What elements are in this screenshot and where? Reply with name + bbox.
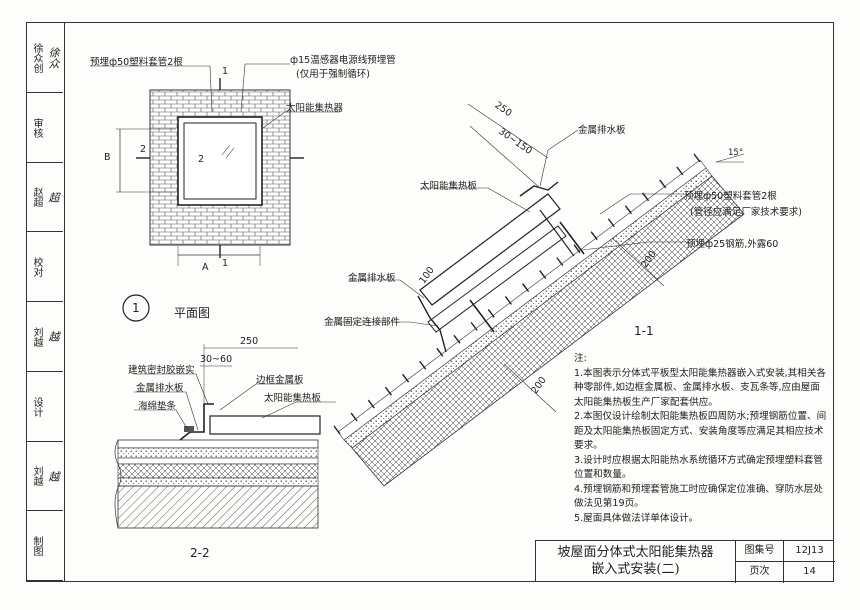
- notes-heading: 注:: [574, 353, 587, 364]
- plan-section-mark-2-center: 2: [198, 154, 205, 165]
- sidebar-cell: 校对: [27, 232, 63, 302]
- tile-batten: [333, 425, 341, 435]
- plan-dim-b: B: [104, 152, 111, 163]
- tile-batten: [419, 360, 427, 370]
- plan-section-mark-2-left: 2: [140, 144, 147, 155]
- tile-batten: [436, 347, 444, 357]
- tile-batten: [590, 231, 598, 241]
- sidebar-cell: 制图: [27, 511, 63, 581]
- title-line-2: 嵌入式安装(二): [591, 562, 680, 577]
- drawing-frame: [64, 22, 834, 582]
- tile-batten: [522, 283, 530, 292]
- sidebar-cell: 刘越越: [27, 442, 63, 512]
- note-item: 5.屋面具体做法详单体设计。: [574, 512, 699, 524]
- s22-dim-250: 250: [240, 336, 259, 347]
- tile-batten: [607, 218, 615, 228]
- sidebar-cell-signature: 越: [47, 470, 60, 482]
- section-1-1: [330, 103, 745, 487]
- s11-label-drain-lower: 金属排水板: [348, 273, 396, 284]
- sidebar-cell: 审核: [27, 93, 63, 163]
- s11-label-rebar: 预埋ф25钢筋,外露60: [686, 239, 779, 250]
- atlas-value: 12J13: [784, 541, 835, 562]
- tile-batten: [453, 334, 461, 344]
- tile-battens: [333, 153, 701, 435]
- tile-batten: [470, 321, 478, 331]
- signature-sidebar: 徐众创徐众审核赵超超校对刘越越设计刘越越制图: [26, 22, 64, 582]
- tile-batten: [556, 257, 564, 267]
- s22-caption: 2-2: [190, 546, 210, 560]
- tile-batten: [384, 386, 392, 396]
- detail-number: 1: [132, 301, 140, 315]
- s11-label-drain-top: 金属排水板: [578, 125, 626, 136]
- sidebar-cell-signature: 徐众: [47, 46, 60, 69]
- page-label: 页次: [736, 562, 784, 583]
- plan-section-mark-1-bottom: 1: [222, 258, 229, 269]
- tile-batten: [539, 270, 547, 279]
- sidebar-cell-signature: 超: [47, 191, 60, 203]
- s22-label-sponge: 海绵垫条: [138, 401, 177, 412]
- atlas-label: 图集号: [736, 541, 784, 562]
- sidebar-cell-label: 刘越: [31, 326, 42, 347]
- tile-batten: [659, 179, 667, 189]
- plan-view: [90, 63, 340, 322]
- s11-label-fixing: 金属固定连接部件: [324, 317, 401, 328]
- sidebar-cell-label: 校对: [31, 257, 42, 278]
- tile-batten: [573, 244, 581, 254]
- sidebar-cell: 徐众创徐众: [27, 23, 63, 93]
- sidebar-cell-label: 刘越: [31, 466, 42, 487]
- note-item: 4.预埋钢筋和预埋套管施工时应确保定位准确、穿防水层处做法见第19页。: [574, 483, 823, 510]
- title-block: 坡屋面分体式太阳能集热器 嵌入式安装(二) 图集号 12J13 页次 14: [535, 540, 835, 583]
- plan-label-collector: 太阳能集热器: [286, 103, 344, 114]
- s22-label-sealant: 建筑密封胶嵌实: [128, 365, 195, 376]
- s22-label-frame: 边框金属板: [256, 375, 304, 386]
- section-2-2: [114, 344, 336, 529]
- page-value: 14: [803, 566, 816, 577]
- note-item: 2.本图仅设计绘制太阳能集热板四周防水;预埋钢筋位置、间距及太阳能集热板固定方式…: [574, 411, 827, 451]
- s11-label-slope: 15°: [728, 148, 744, 158]
- sidebar-cell: 设计: [27, 372, 63, 442]
- sidebar-cell-label: 徐众创: [31, 42, 42, 73]
- s11-label-panel: 太阳能集热板: [420, 181, 478, 192]
- sidebar-cell-label: 设计: [31, 396, 42, 417]
- tile-batten: [367, 399, 375, 409]
- tile-batten: [693, 153, 701, 163]
- title-line-1: 坡屋面分体式太阳能集热器: [557, 545, 714, 560]
- plan-label-pipe-left: 预埋ф50塑料套管2根: [90, 57, 183, 68]
- sidebar-cell: 刘越越: [27, 302, 63, 372]
- note-item: 3.设计时应根据太阳能热水系统循环方式确定预埋塑料套管位置和数量。: [574, 454, 823, 481]
- note-item: 1.本图表示分体式平板型太阳能集热器嵌入式安装,其相关各种零部件,如边框金属板、…: [574, 367, 827, 408]
- s22-label-panel: 太阳能集热板: [264, 393, 322, 404]
- sidebar-cell-label: 审核: [31, 117, 42, 138]
- sidebar-cell-label: 赵超: [31, 187, 42, 208]
- s11-label-pipe-note: (管径应满足厂家技术要求): [690, 207, 802, 218]
- tile-batten: [487, 309, 495, 318]
- tile-batten: [624, 205, 632, 215]
- sidebar-cell-label: 制图: [31, 536, 42, 557]
- s11-label-pipe: 预埋ф50塑料套管2根: [684, 191, 777, 202]
- tile-batten: [676, 166, 684, 176]
- title-block-title: 坡屋面分体式太阳能集热器 嵌入式安装(二): [536, 541, 736, 583]
- s22-dim-30-60: 30~60: [200, 354, 233, 365]
- tile-batten: [402, 373, 410, 383]
- notes-block: 注: 1.本图表示分体式平板型太阳能集热器嵌入式安装,其相关各种零部件,如边框金…: [574, 352, 829, 526]
- s11-caption: 1-1: [634, 324, 654, 338]
- sidebar-cell-signature: 越: [47, 331, 60, 343]
- plan-label-pipe-right: ф15温感器电源线预埋管: [290, 55, 396, 66]
- plan-caption: 平面图: [174, 306, 211, 320]
- tile-batten: [504, 296, 512, 305]
- tile-batten: [350, 412, 358, 422]
- plan-dim-a: A: [202, 262, 209, 273]
- sidebar-cell: 赵超超: [27, 163, 63, 233]
- plan-section-mark-1-top: 1: [222, 66, 229, 77]
- plan-label-pipe-right-note: (仅用于强制循环): [296, 69, 370, 80]
- s22-label-drain: 金属排水板: [136, 383, 184, 394]
